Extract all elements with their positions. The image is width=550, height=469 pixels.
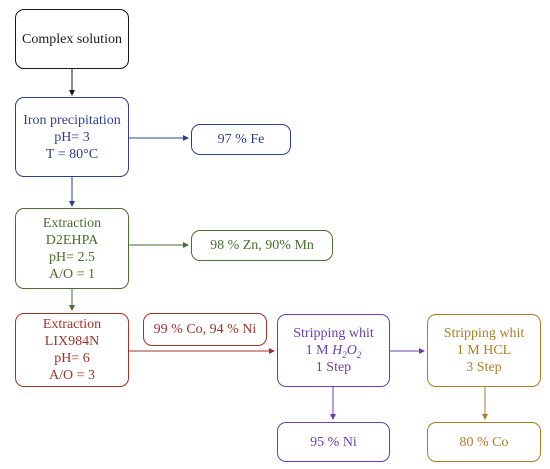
node-iron-line3: T = 80°C <box>45 146 99 162</box>
node-lix-line2: LIX984N <box>44 334 100 349</box>
node-h2o2-line3: 1 Step <box>315 360 352 375</box>
node-znmn-line1: 98 % Zn, 90% Mn <box>210 238 314 253</box>
node-ni-line1: 95 % Ni <box>310 434 357 450</box>
node-complex-solution: Complex solution <box>15 9 129 69</box>
node-d2ehpa-line1: Extraction <box>42 215 102 231</box>
node-znmn-result: 98 % Zn, 90% Mn <box>191 230 333 261</box>
node-fe-line1: 97 % Fe <box>217 132 265 147</box>
node-ni-result: 95 % Ni <box>277 422 390 462</box>
node-h2o2-o: O <box>346 343 357 358</box>
node-d2ehpa-line2: D2EHPA <box>45 232 99 248</box>
node-h2o2-sub1: 2 <box>342 349 347 360</box>
node-iron-precipitation: Iron precipitation pH= 3 T = 80°C <box>15 97 129 177</box>
node-co-result: 80 % Co <box>427 422 541 462</box>
node-hcl-line1: Stripping whit <box>443 326 525 341</box>
node-h2o2-prefix: 1 M <box>305 343 329 358</box>
node-stripping-h2o2: Stripping whit 1 M H2O2 1 Step <box>277 314 390 387</box>
node-extraction-lix984n: Extraction LIX984N pH= 6 A/O = 3 <box>15 313 129 387</box>
node-iron-line2: pH= 3 <box>54 129 90 145</box>
node-d2ehpa-line4: A/O = 1 <box>48 266 95 282</box>
node-complex-line1: Complex solution <box>22 31 122 47</box>
node-d2ehpa-line3: pH= 2.5 <box>48 249 95 265</box>
node-lix-line1: Extraction <box>42 317 102 332</box>
node-h2o2-line1: Stripping whit <box>293 326 374 341</box>
node-h2o2-sub2: 2 <box>356 349 362 360</box>
node-h2o2-line2: 1 M H2O2 <box>306 342 362 359</box>
node-stripping-hcl: Stripping whit 1 M HCL 3 Step <box>427 314 541 387</box>
node-hcl-line3: 3 Step <box>466 360 502 375</box>
node-lix-line4: A/O = 3 <box>48 368 95 383</box>
node-coni-line1: 99 % Co, 94 % Ni <box>153 322 257 337</box>
node-extraction-d2ehpa: Extraction D2EHPA pH= 2.5 A/O = 1 <box>15 208 129 289</box>
node-lix-line3: pH= 6 <box>54 351 90 366</box>
node-h2o2-h: H <box>332 343 343 358</box>
node-hcl-line2: 1 M HCL <box>456 343 512 358</box>
node-co-line1: 80 % Co <box>459 434 509 450</box>
node-coni-result: 99 % Co, 94 % Ni <box>143 313 267 346</box>
node-fe-result: 97 % Fe <box>191 124 291 155</box>
node-iron-line1: Iron precipitation <box>23 112 121 128</box>
